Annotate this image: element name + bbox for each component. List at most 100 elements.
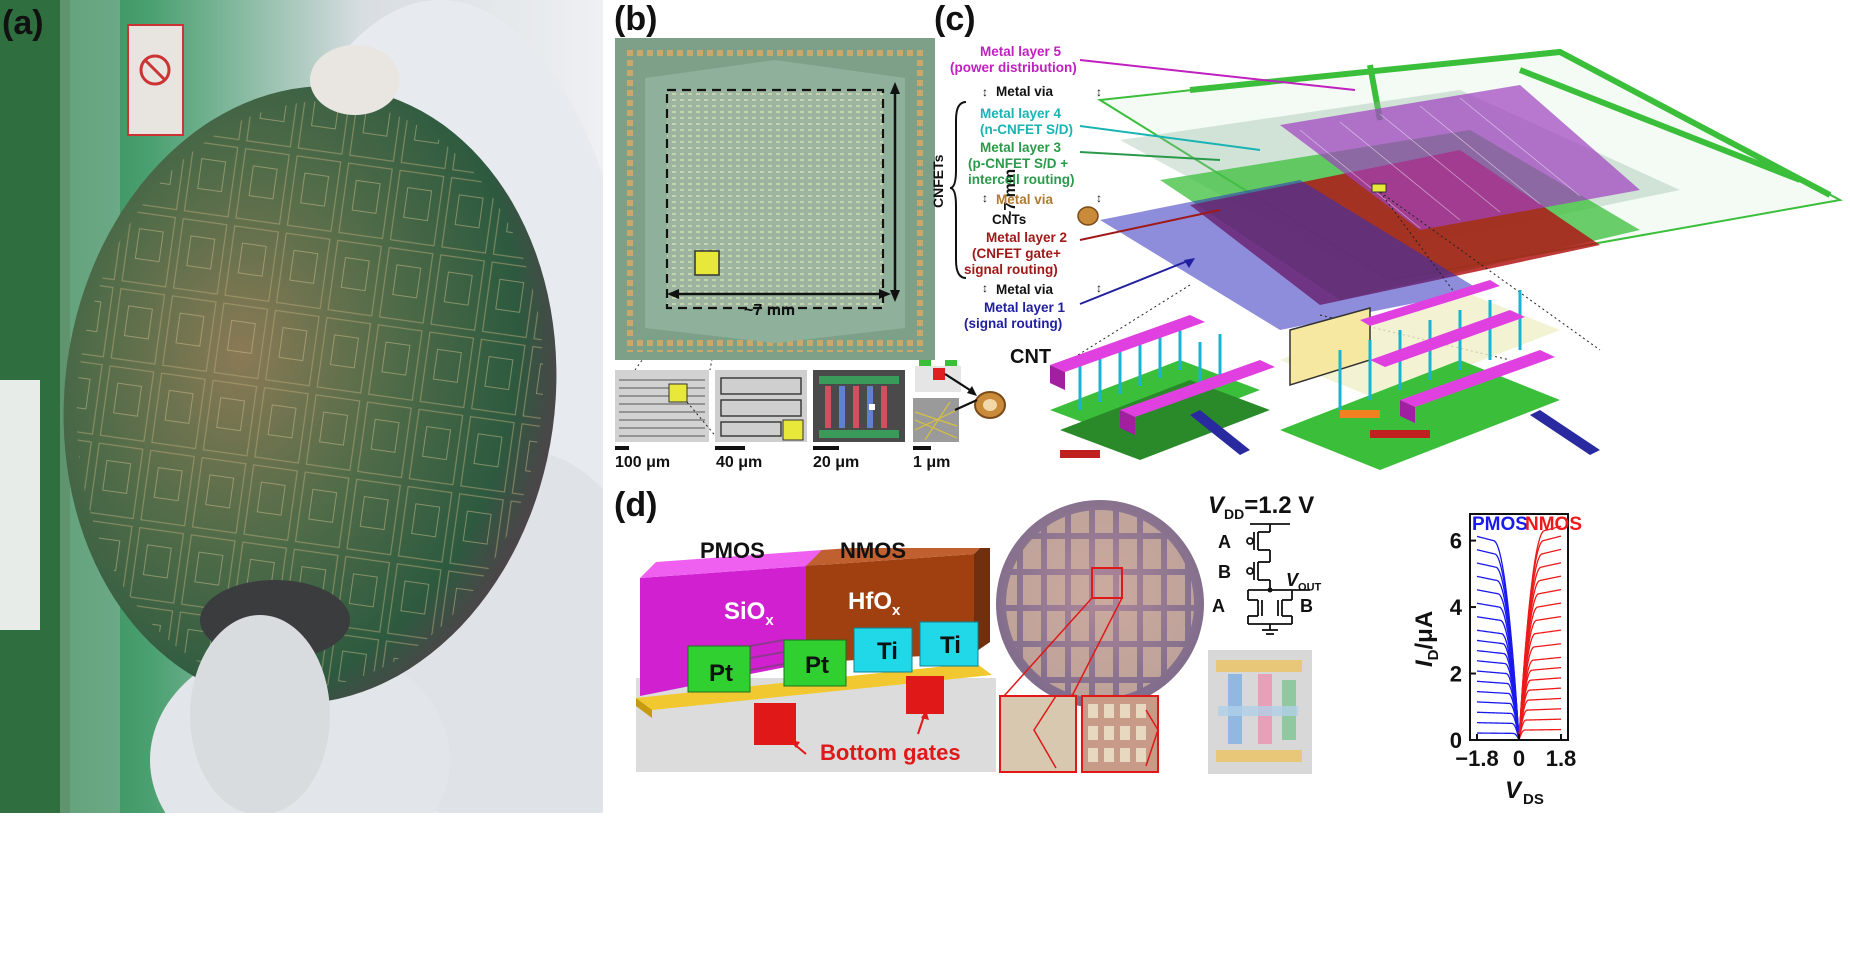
layer-label-10: Metal layer 2 — [986, 230, 1068, 245]
svg-text:↕: ↕ — [1096, 85, 1102, 99]
layer-label-8: Metal via — [996, 192, 1054, 207]
scale-100um: 100 μm — [615, 454, 671, 471]
pt-label-2: Pt — [805, 652, 829, 679]
panel-b-zoom-strip — [615, 360, 1006, 450]
nmos-curve — [1518, 677, 1562, 741]
nmos-curve — [1518, 708, 1562, 741]
x-tick-label: 1.8 — [1546, 746, 1577, 771]
pt-label-1: Pt — [709, 660, 733, 687]
y-axis-label: ID/μA — [1411, 611, 1442, 667]
svg-text:↕: ↕ — [1096, 281, 1102, 295]
nmos-curve — [1518, 697, 1562, 741]
vdd-sub: DD — [1224, 505, 1245, 522]
cnfets-bracket — [950, 101, 967, 279]
layer-label-4: (n-CNFET S/D) — [980, 122, 1073, 137]
x-tick-label: 0 — [1513, 746, 1525, 771]
nmos-curve — [1518, 643, 1562, 741]
plot-frame — [1469, 513, 1569, 741]
pmos-label: PMOS — [700, 538, 765, 563]
cnt-label: CNT — [1010, 346, 1052, 368]
layer-label-2: Metal via — [996, 84, 1054, 99]
nmos-curve — [1518, 525, 1562, 741]
ti-label-2: Ti — [940, 632, 961, 659]
nmos-label: NMOS — [840, 538, 906, 563]
legend-pmos: PMOS — [1472, 514, 1528, 535]
layer-label-6: (p-CNFET S/D + — [968, 156, 1069, 171]
nmos-curve — [1518, 718, 1562, 741]
vout-label: VOUT — [1286, 570, 1321, 594]
scale-40um: 40 μm — [716, 454, 763, 471]
pmos-curve — [1476, 711, 1520, 741]
legend-connectors: ↕ ↕ ↕ ↕ ↕ ↕ — [982, 59, 1356, 305]
vdd-label: VDD=1.2 V — [1208, 492, 1314, 522]
pmos-curve — [1476, 670, 1520, 741]
svg-text:↕: ↕ — [982, 281, 988, 295]
input-a2: A — [1212, 596, 1225, 616]
panel-letter-c: (c) — [934, 0, 976, 38]
sio-sub: x — [765, 611, 774, 629]
y-tick-label: 2 — [1450, 662, 1462, 687]
hfo-base: HfO — [848, 588, 892, 615]
input-b1: B — [1218, 562, 1231, 582]
device-cross-section — [636, 548, 996, 772]
x-axis-label: V — [1505, 777, 1523, 804]
input-a1: A — [1218, 532, 1231, 552]
scale-20um: 20 μm — [813, 454, 860, 471]
legend-nmos: NMOS — [1525, 514, 1582, 535]
small-wafer-photo — [996, 500, 1204, 773]
dim-horizontal-label: ~7 mm — [744, 302, 796, 319]
panel-c-3d-stack — [1050, 48, 1844, 470]
layer-label-5: Metal layer 3 — [980, 140, 1062, 155]
layer-label-13: Metal via — [996, 282, 1054, 297]
nand-schematic — [1246, 523, 1310, 635]
sio-base: SiO — [724, 598, 766, 625]
pmos-curve — [1476, 721, 1520, 741]
vout-base: V — [1286, 570, 1299, 590]
sio-label: SiOx — [724, 598, 774, 629]
layer-label-14: Metal layer 1 — [984, 300, 1066, 315]
vdd-base: V — [1208, 492, 1225, 519]
layout-zoom — [1208, 650, 1312, 774]
wafer-photo — [0, 0, 603, 813]
svg-text:↕: ↕ — [982, 191, 988, 205]
y-tick-label: 0 — [1450, 728, 1462, 753]
panel-letter-d: (d) — [614, 486, 658, 524]
layer-label-0: Metal layer 5 — [980, 44, 1062, 59]
layer-label-15: (signal routing) — [964, 316, 1063, 331]
hfo-label: HfOx — [848, 588, 900, 619]
panel-b-chip — [615, 38, 935, 360]
ti-label-1: Ti — [877, 638, 898, 665]
layer-label-11: (CNFET gate+ — [972, 246, 1061, 261]
cnfets-label: CNFETs — [930, 154, 946, 208]
pmos-curve — [1476, 690, 1520, 741]
y-tick-label: 4 — [1450, 595, 1463, 620]
x-tick-label: −1.8 — [1455, 746, 1498, 771]
panel-a — [0, 0, 603, 813]
pmos-curve — [1476, 535, 1520, 741]
hfo-sub: x — [892, 601, 901, 619]
layer-label-7: intercell routing) — [968, 172, 1075, 187]
layer-label-9: CNTs — [992, 212, 1027, 227]
panel-letter-a: (a) — [2, 4, 44, 42]
bottom-gates-label: Bottom gates — [820, 740, 961, 765]
scale-1um: 1 μm — [913, 454, 951, 471]
pmos-curve — [1476, 701, 1520, 741]
vdd-value: =1.2 V — [1244, 492, 1315, 519]
nmos-curve — [1518, 728, 1562, 741]
nmos-curve — [1518, 687, 1562, 741]
y-tick-label: 6 — [1450, 529, 1462, 554]
input-b2: B — [1300, 596, 1313, 616]
svg-text:↕: ↕ — [1096, 191, 1102, 205]
pmos-curve — [1476, 732, 1520, 741]
panel-letter-b: (b) — [614, 0, 658, 38]
vout-sub: OUT — [1298, 581, 1322, 594]
layer-label-1: (power distribution) — [950, 60, 1077, 75]
nmos-curve — [1518, 666, 1562, 741]
layer-label-3: Metal layer 4 — [980, 106, 1062, 121]
layer-label-12: signal routing) — [964, 262, 1058, 277]
svg-text:↕: ↕ — [982, 85, 988, 99]
x-axis-label-sub: DS — [1523, 791, 1544, 808]
pmos-curve — [1476, 680, 1520, 741]
